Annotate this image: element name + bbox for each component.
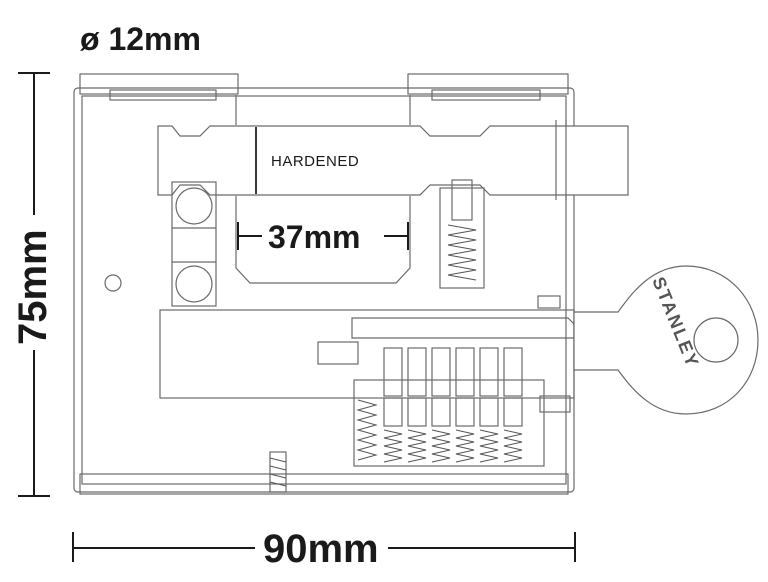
pin-stack-2 [407,347,427,463]
key: STANLEY [573,265,759,415]
locking-balls [171,181,217,307]
height-dimension: 75mm [11,72,55,497]
shackle-bolt: HARDENED [157,120,629,200]
lock-body [73,73,575,495]
hardened-label: HARDENED [271,153,359,170]
width-label: 90mm [263,527,379,571]
shackle-diameter-label: ø 12mm [80,21,201,57]
spring-plunger [439,179,485,289]
clearance-label: 37mm [268,219,361,255]
clearance-dimension: 37mm [235,196,411,284]
pin-stack-4 [455,347,475,463]
pin-stack-3 [431,347,451,463]
bottom-screw [269,451,287,493]
pin-stack-5 [479,347,499,463]
pin-stack-6 [503,347,523,463]
height-label: 75mm [11,229,55,345]
width-dimension: 90mm [72,527,576,571]
pin-stack-1 [383,347,403,463]
pin-tumblers [353,347,545,467]
cylinder [159,295,581,413]
